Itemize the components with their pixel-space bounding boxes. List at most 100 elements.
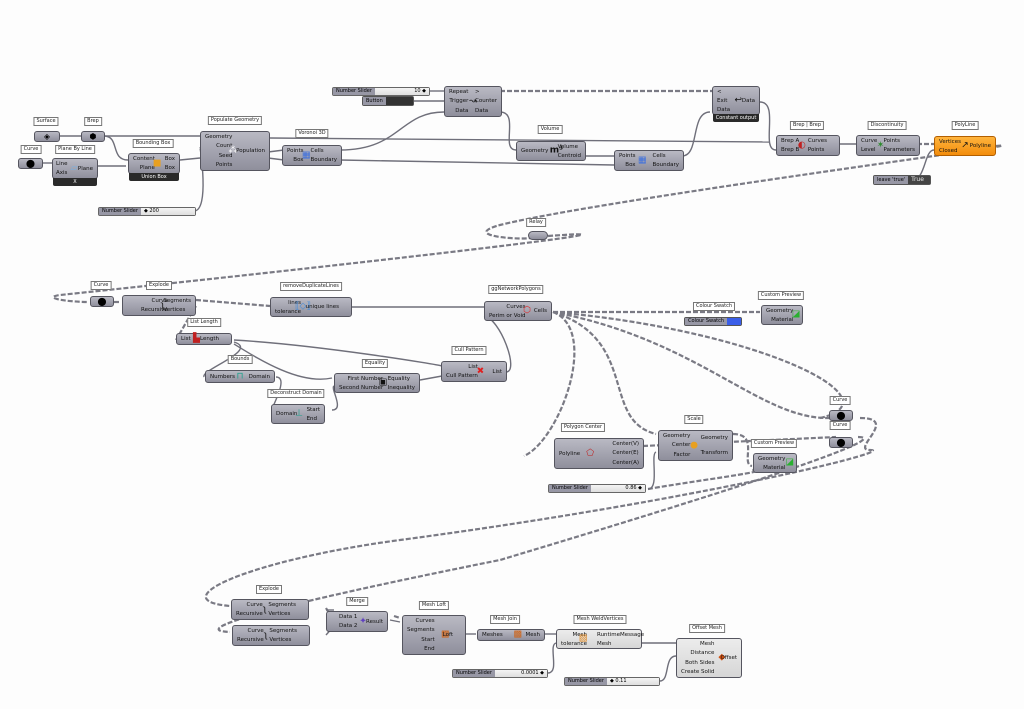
merge-label: Merge (346, 597, 368, 606)
mesh-weld-icon: ▧ (578, 633, 588, 644)
custom-preview-label: Custom Preview (757, 291, 805, 300)
curve-icon: ⬤ (97, 297, 107, 306)
surface-icon: ◈ (43, 132, 51, 141)
curve-icon: ⬤ (836, 438, 846, 447)
preview-icon: ◪ (785, 457, 794, 468)
intersection-icon: ◐ (797, 140, 806, 150)
curve-param[interactable]: ⬤ (18, 158, 43, 169)
tolerance-slider[interactable]: Number Slider 0.0001 ◆ (452, 669, 548, 678)
populate-geometry-label: Populate Geometry (207, 116, 263, 125)
explode-icon: ʅ (160, 300, 165, 310)
repeat-slider[interactable]: Number Slider 10 ◆ (332, 87, 430, 96)
curve-label-2: Curve (90, 281, 112, 290)
plane-icon: ▱ (70, 163, 78, 173)
mesh-join-node[interactable]: Meshes ▩ Mesh (477, 629, 545, 641)
polygon-center-node[interactable]: Polyline ⬠ Center(V)Center(E)Center(A) (554, 438, 644, 469)
voronoi-icon: ▦ (637, 155, 647, 165)
surface-label: Surface (33, 117, 59, 126)
network-polygons-label: ggNetworkPolygons (488, 285, 544, 294)
brep-icon: ⬢ (89, 132, 97, 141)
offset-distance-slider[interactable]: Number Slider ◆ 0.11 (564, 677, 660, 686)
loop-start-icon: ↝ (469, 96, 477, 106)
mesh-join-icon: ▩ (513, 629, 522, 640)
polyline-label: PolyLine (951, 121, 979, 130)
curve-param-4[interactable]: ⬤ (829, 437, 853, 448)
curve-label-4: Curve (829, 421, 851, 430)
remove-duplicates-icon: ⟦◇⟧ (295, 301, 311, 312)
surface-param[interactable]: ◈ (34, 131, 60, 142)
polygon-icon: ⬡ (523, 305, 532, 316)
mesh-weld-label: Mesh WeldVertices (573, 615, 627, 624)
relay-label: Relay (526, 218, 546, 227)
colour-swatch[interactable]: Colour Swatch (684, 317, 742, 326)
explode-icon: ʅ (263, 630, 268, 640)
brep-param[interactable]: ⬢ (81, 131, 105, 142)
explode-icon: ʅ (262, 604, 267, 614)
cull-pattern-icon: ✖ (476, 366, 485, 376)
bounds-label: Bounds (227, 355, 253, 364)
preview-icon: ◪ (791, 309, 801, 320)
bounds-icon: ⊓ (236, 371, 244, 381)
polygon-center-icon: ⬠ (586, 448, 595, 458)
polygon-center-label: Polygon Center (560, 423, 606, 432)
count-slider[interactable]: Number Slider ◆ 200 (98, 207, 196, 216)
equality-icon: ▣ (378, 377, 388, 388)
discontinuity-icon: ✶ (876, 140, 885, 150)
closed-toggle[interactable]: leave 'true' True (873, 175, 931, 185)
relay-node[interactable] (528, 231, 548, 240)
explode-label: Explode (146, 281, 172, 290)
mesh-join-label: Mesh Join (490, 615, 520, 624)
curve-param-2[interactable]: ⬤ (90, 296, 114, 307)
curve-icon: ⬤ (836, 411, 846, 420)
box-icon: ■ (152, 158, 162, 168)
scale-factor-slider[interactable]: Number Slider 0.86 ◆ (548, 484, 646, 493)
voronoi-icon: ▦ (301, 150, 311, 160)
list-length-label: List Length (187, 318, 221, 327)
colour-swatch-label: Colour Swatch (692, 302, 736, 311)
explode-label-2: Explode (256, 585, 282, 594)
curve-icon: ⬤ (26, 159, 35, 168)
volume-icon: m³ (549, 145, 564, 156)
bounds-node[interactable]: Numbers ⊓ Domain (205, 370, 275, 383)
mesh-loft-label: Mesh Loft (418, 601, 450, 610)
curve-label-3: Curve (829, 396, 851, 405)
bounding-box-label: Bounding Box (132, 139, 174, 148)
volume-label: Volume (537, 125, 563, 134)
deconstruct-domain-label: Deconstruct Domain (267, 389, 325, 398)
list-length-node[interactable]: List ▙ Length (176, 333, 232, 345)
colour-swatch-value[interactable] (727, 318, 741, 325)
discontinuity-label: Discontinuity (867, 121, 907, 130)
loop-end-icon: ↩ (734, 95, 743, 105)
deconstruct-domain-icon: ⊥ (295, 408, 303, 419)
curve-param-3[interactable]: ⬤ (829, 410, 853, 421)
mesh-loft-icon: ▩ (440, 629, 450, 640)
trigger-button[interactable]: Button (362, 96, 414, 106)
